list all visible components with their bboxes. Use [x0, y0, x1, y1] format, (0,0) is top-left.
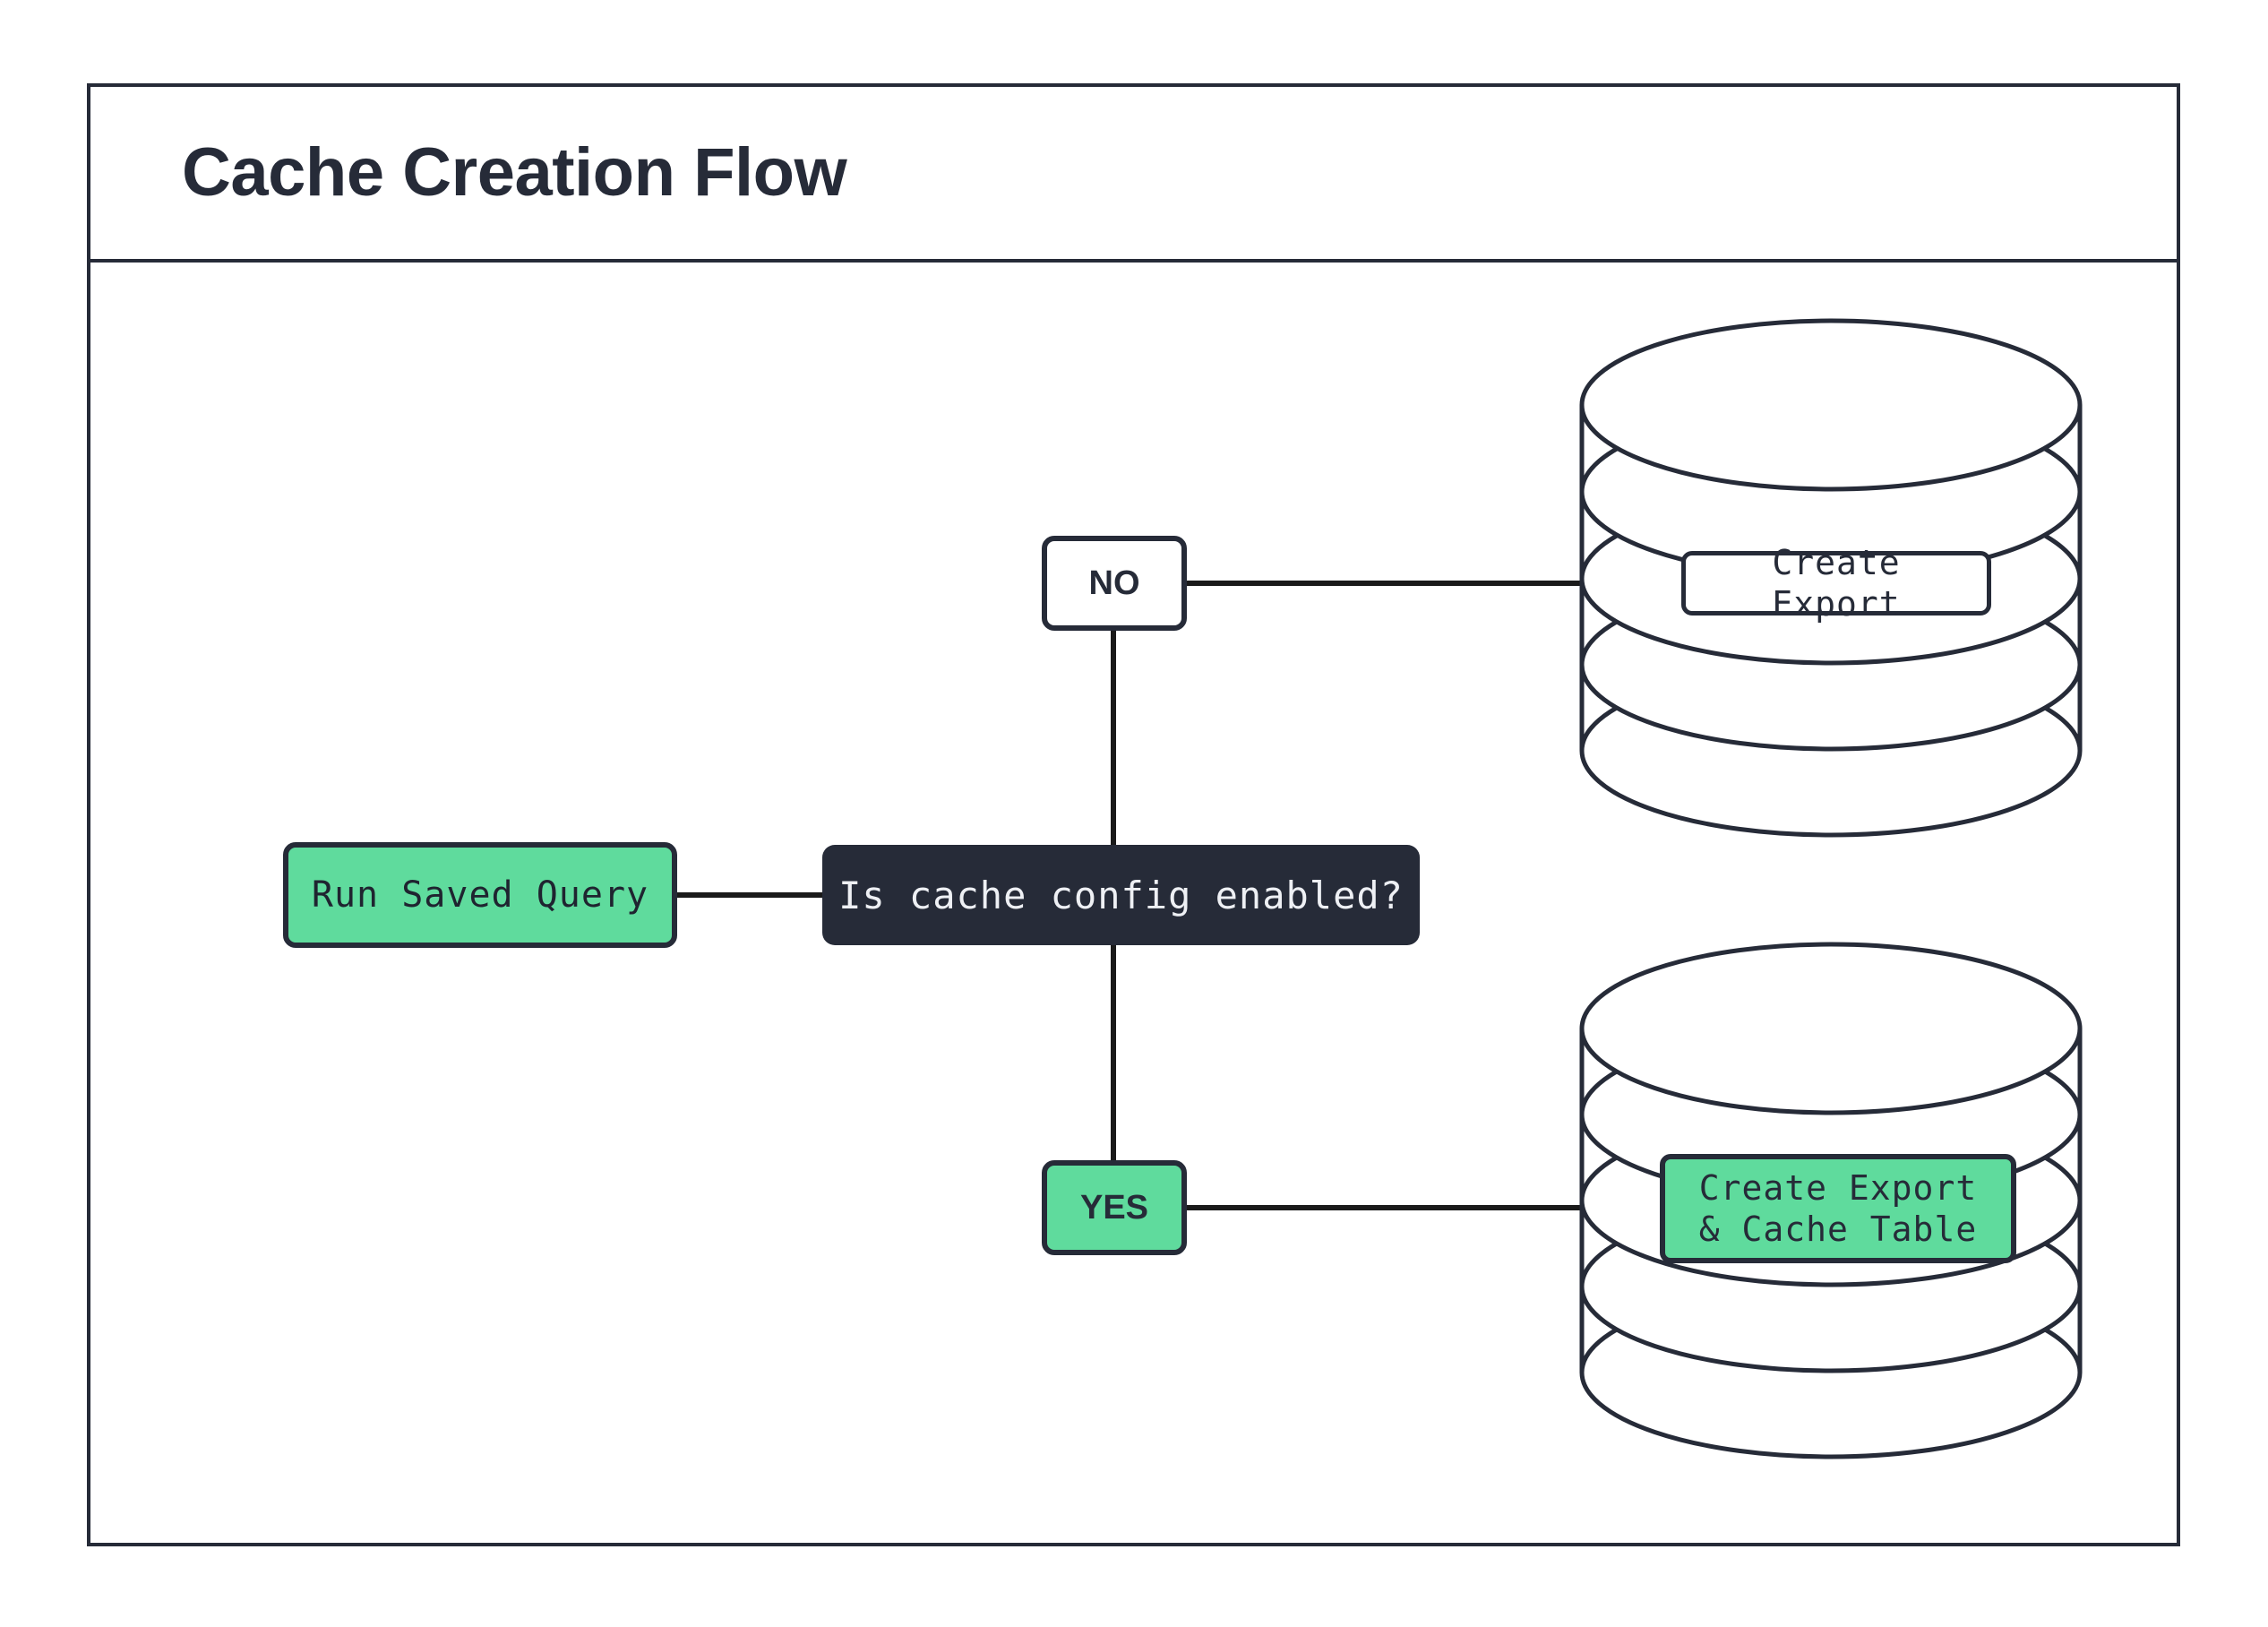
- diagram-frame: Cache Creation Flow: [87, 83, 2180, 1546]
- node-label-create-export-cache-table[interactable]: Create Export & Cache Table: [1660, 1154, 2016, 1263]
- node-is-cache-config-enabled[interactable]: Is cache config enabled?: [822, 845, 1420, 945]
- page-title: Cache Creation Flow: [182, 134, 847, 211]
- node-label-line-1: Create Export: [1698, 1167, 1978, 1208]
- node-label-line-2: & Cache Table: [1698, 1209, 1978, 1249]
- node-run-saved-query[interactable]: Run Saved Query: [283, 842, 677, 948]
- diagram-header: Cache Creation Flow: [90, 87, 2177, 263]
- edge-label-yes[interactable]: YES: [1042, 1160, 1187, 1255]
- node-label-create-export[interactable]: Create Export: [1681, 543, 1991, 624]
- edge-label-no[interactable]: NO: [1042, 536, 1187, 631]
